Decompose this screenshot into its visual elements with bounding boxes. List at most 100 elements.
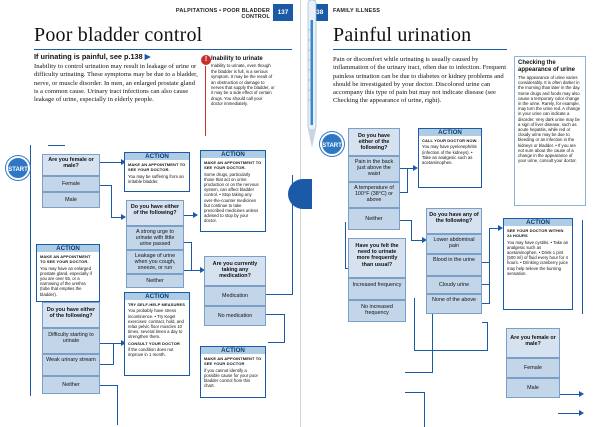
right-intro: Pain or discomfort while urinating is us… [333,56,507,105]
flow-arrow [579,410,584,416]
flow-line [292,175,293,295]
flow-line [111,185,112,217]
action-subheading: CONSULT YOUR DOCTOR [128,340,180,346]
action-heading: ACTION [201,347,265,355]
flow-line [191,242,192,270]
flow-line [284,314,285,342]
action-text: You may have an enlarged prostate gland,… [40,265,92,297]
left-q1: Are you female or male? [42,154,100,176]
flow-line [113,343,114,365]
left-action-2: ACTION MAKE AN APPOINTMENT TO SEE YOUR D… [200,150,266,232]
action-heading: ACTION [504,219,572,227]
warning-text: Inability to urinate, even though the bl… [211,63,275,107]
flow-line [482,262,490,263]
flow-line [424,392,425,427]
action-heading: ACTION [201,151,265,159]
right-q4-option[interactable]: Male [506,378,560,398]
action-text: You probably have stress incontinence. •… [128,308,184,340]
flow-arrow [422,237,427,243]
right-q2-option[interactable]: None of the above [426,294,482,314]
flow-arrow [193,212,198,218]
flow-line [100,364,114,365]
left-q3-option[interactable]: Weak urinary stream [42,354,100,376]
flow-arrow [413,165,418,171]
flow-arrow [121,340,126,346]
right-q3-option[interactable]: No increased frequency [348,300,406,322]
flow-line [558,394,580,395]
action-text: You may be suffering from an irritable b… [128,173,184,184]
action-heading: ACTION [37,245,99,253]
left-q2-option[interactable]: Leakage of urine when you cough, sneeze,… [126,250,184,274]
flow-line [407,168,408,193]
left-running-head: PALPITATIONS • POOR BLADDER CONTROL [175,8,270,20]
action-text: if you cannot identify a possible cause … [204,367,258,389]
flow-arrow [579,391,584,397]
flow-line [489,228,490,304]
left-title-rule [34,49,292,50]
flow-line [345,268,348,269]
flow-line [411,240,423,241]
flow-line [414,298,415,350]
flow-line [400,220,412,221]
right-arrow-icon: ▶ [144,52,151,61]
right-q1-option[interactable]: A temperature of 100°F (38°C) or above [348,182,400,208]
left-q4-option[interactable]: No medication [204,306,266,326]
right-title-rule [333,49,507,50]
left-q1-option[interactable]: Female [42,176,100,192]
right-action-2: ACTION SEE YOUR DOCTOR WITHIN 24 HOURS Y… [503,218,573,310]
action-subheading: MAKE AN APPOINTMENT TO SEE YOUR DOCTOR. [40,254,91,265]
left-q2-option[interactable]: Neither [126,274,184,288]
left-action-5: ACTION MAKE AN APPOINTMENT TO SEE YOUR D… [200,346,266,398]
right-q4: Are you female or male? [506,328,560,358]
action-subheading: MAKE AN APPOINTMENT TO SEE YOUR DOCTOR [204,356,262,367]
page-gutter [300,0,301,427]
left-q2-option[interactable]: A strong urge to urinate with little uri… [126,226,184,250]
flow-line [400,192,408,193]
flow-line [184,270,201,271]
left-q4: Are you currently taking any medication? [204,256,266,286]
flow-line [100,185,112,186]
right-q4-option[interactable]: Female [506,358,560,378]
flow-line [487,322,488,350]
right-q1-option[interactable]: Neither [348,208,400,230]
right-q2-option[interactable]: Cloudy urine [426,276,482,294]
left-lead-line: If urinating is painful, see p.138 ▶ [34,52,194,61]
action-heading: ACTION [125,153,189,161]
left-q3: Do you have either of the following? [42,302,100,328]
flow-line [184,215,194,216]
left-q3-option[interactable]: Neither [42,376,100,394]
flow-line [482,303,490,304]
right-q2-option[interactable]: Lower abdominal pain [426,234,482,254]
right-q2: Do you have any of the following? [426,208,482,234]
warning-box: Inability to urinate Inability to urinat… [211,56,275,107]
action-text: You may have pyelonephritis (infection o… [422,144,477,166]
warning-icon: ! [201,55,211,65]
flow-line [48,145,65,146]
flow-line [184,242,192,243]
flow-line [100,343,122,344]
right-q2-option[interactable]: Blood in the urine [426,254,482,276]
right-q1-option[interactable]: Pain in the back just above the waist [348,156,400,182]
left-action-1: ACTION MAKE AN APPOINTMENT TO SEE YOUR D… [124,152,190,192]
action-subheading: CALL YOUR DOCTOR NOW. [422,138,478,144]
action-text: You may have cystitis. • Take an analges… [507,239,569,276]
right-running-head: FAMILY ILLNESS [333,8,381,14]
flow-arrow [498,225,503,231]
flow-arrow [121,159,126,165]
left-page-number: 137 [273,4,293,21]
flow-line [482,322,488,323]
right-q3: Have you felt the need to urinate more f… [348,238,406,278]
left-intro: Inability to control urination may resul… [34,63,198,104]
right-q3-option[interactable]: Increased frequency [348,278,406,300]
left-q3-option[interactable]: Difficulty starting to urinate [42,328,100,354]
right-action-1: ACTION CALL YOUR DOCTOR NOW. You may hav… [418,128,482,188]
left-q4-option[interactable]: Medication [204,286,266,306]
flow-line [265,294,293,295]
flow-line [100,162,122,163]
action-text: if the condition does not improve in 1 m… [128,346,174,358]
side-text: The appearance of urine varies considera… [518,75,581,164]
flow-line [100,385,118,386]
flow-line [111,217,121,218]
left-q1-option[interactable]: Male [42,192,100,208]
flow-line [30,145,31,395]
